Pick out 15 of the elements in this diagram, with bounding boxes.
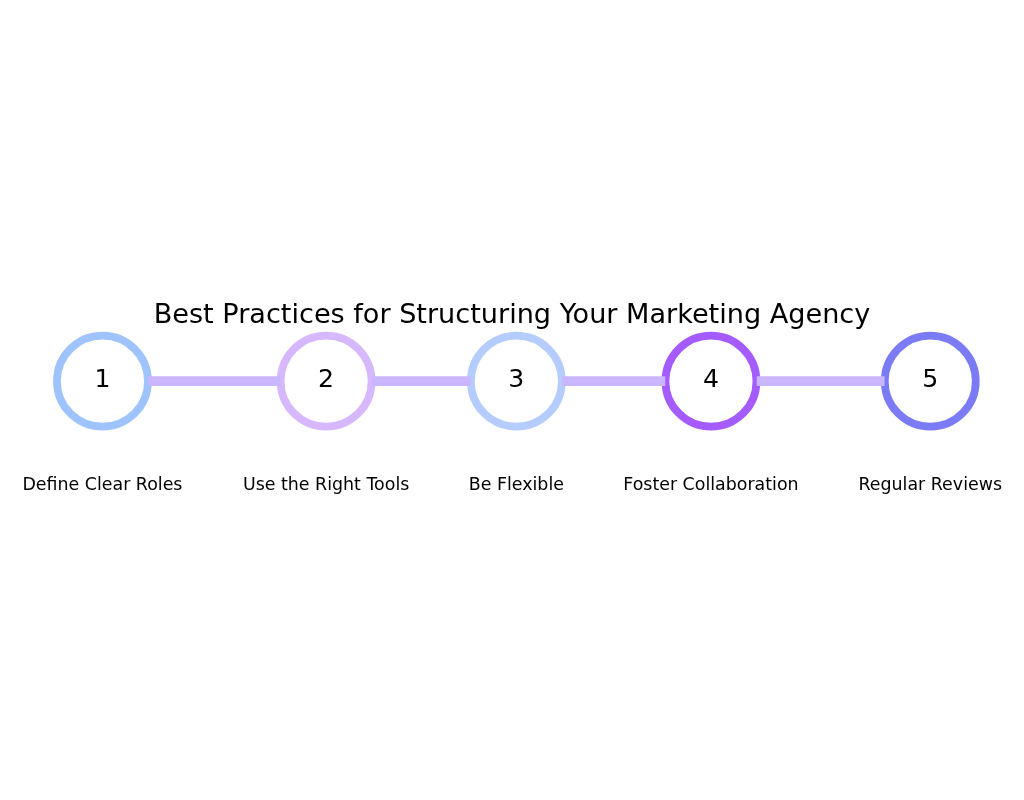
- node-label: Foster Collaboration: [623, 473, 799, 494]
- node-label: Use the Right Tools: [242, 473, 410, 494]
- node-label: Define Clear Roles: [22, 473, 183, 494]
- connector: [562, 375, 666, 386]
- node-circle: 4: [661, 331, 761, 430]
- node-circle: 2: [276, 331, 376, 430]
- connector: [756, 375, 885, 386]
- connector: [148, 375, 281, 386]
- diagram-title: Best Practices for Structuring Your Marketing Agency: [153, 297, 871, 329]
- node-label: Regular Reviews: [858, 473, 1002, 494]
- node-label: Be Flexible: [468, 473, 564, 494]
- connector: [371, 375, 471, 386]
- node-circle: 3: [466, 331, 566, 430]
- node-circle: 5: [880, 331, 980, 430]
- node-circle: 1: [53, 331, 152, 430]
